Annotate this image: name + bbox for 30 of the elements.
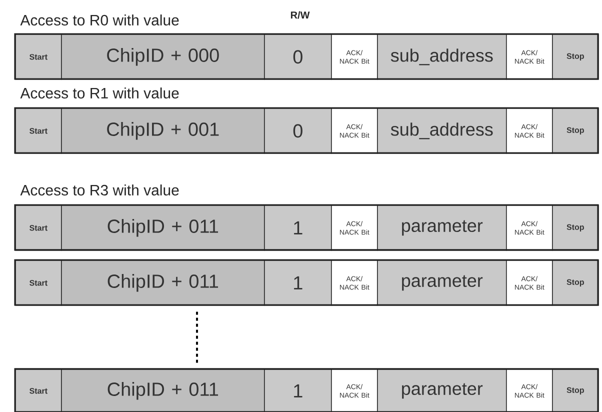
address-field: ChipID + 011 [61, 368, 265, 412]
stop-field: Stop [552, 368, 599, 412]
address-field: ChipID + 000 [61, 34, 265, 80]
heading-text: Access to R3 with value [20, 184, 179, 196]
ellipsis-line [196, 312, 198, 365]
address-field: ChipID + 011 [61, 260, 265, 306]
stop-field: Stop [552, 204, 599, 251]
data-field: parameter [377, 260, 507, 306]
start-field: Start [15, 108, 62, 154]
data-field: sub_address [377, 108, 507, 154]
rw-bit-field: 0 [264, 34, 332, 80]
heading-text: R/W [290, 11, 310, 19]
address-field: ChipID + 001 [61, 108, 265, 154]
stop-field: Stop [552, 260, 599, 306]
start-field: Start [15, 34, 62, 80]
data-field: parameter [377, 204, 507, 251]
address-field: ChipID + 011 [61, 204, 265, 251]
rw-bit-field: 1 [264, 260, 332, 306]
stop-field: Stop [552, 108, 599, 154]
data-field: parameter [377, 368, 507, 412]
rw-bit-field: 0 [264, 108, 332, 154]
stop-field: Stop [552, 34, 599, 80]
rw-bit-field: 1 [264, 368, 332, 412]
heading-text: Access to R1 with value [20, 87, 179, 98]
rw-bit-field: 1 [264, 204, 332, 251]
start-field: Start [15, 368, 62, 412]
heading-text: Access to R0 with value [20, 14, 179, 26]
data-field: sub_address [377, 34, 507, 80]
start-field: Start [15, 204, 62, 251]
start-field: Start [15, 260, 62, 306]
